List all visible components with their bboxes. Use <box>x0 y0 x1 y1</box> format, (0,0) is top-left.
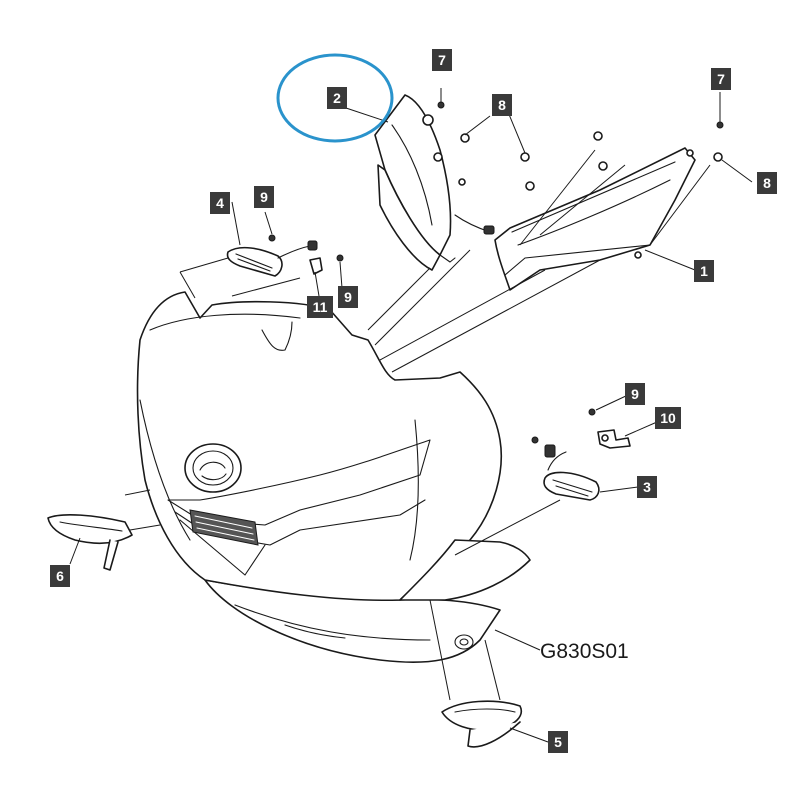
callout-1-text: 1 <box>700 263 708 279</box>
leader-lines <box>69 88 753 743</box>
part-6-reflector-left <box>47 514 133 571</box>
part-5-reflector-lower <box>441 700 522 748</box>
callout-9-upper-text: 9 <box>260 189 268 205</box>
callout-1: 1 <box>694 260 714 282</box>
front-fairing <box>136 291 531 663</box>
callout-7-right-text: 7 <box>717 71 725 87</box>
callout-6-text: 6 <box>56 568 64 584</box>
callout-2: 2 <box>327 87 347 109</box>
part-4-indicator-left <box>226 240 318 277</box>
highlight-circle-part-2 <box>276 53 394 143</box>
part-2-headlight-left <box>374 94 495 271</box>
callout-7-right: 7 <box>711 68 731 90</box>
callout-9-mid-text: 9 <box>344 289 352 305</box>
ls-badge <box>184 443 242 493</box>
callout-2-text: 2 <box>333 90 341 106</box>
callout-9-mid: 9 <box>338 286 358 308</box>
callout-8-right: 8 <box>757 172 777 194</box>
callout-11-text: 11 <box>313 299 328 315</box>
callout-6: 6 <box>50 565 70 587</box>
callout-4-text: 4 <box>216 195 224 211</box>
callout-5: 5 <box>548 731 568 753</box>
callout-10: 10 <box>655 407 681 429</box>
part-10-bracket <box>597 429 631 449</box>
callout-10-text: 10 <box>660 410 676 426</box>
callout-9-right: 9 <box>625 383 645 405</box>
callout-9-right-text: 9 <box>631 386 639 402</box>
callout-7-top-text: 7 <box>438 52 446 68</box>
callout-3-text: 3 <box>643 479 651 495</box>
callout-9-upper: 9 <box>254 186 274 208</box>
part-1-headlight-right <box>494 147 696 291</box>
callout-8-top-text: 8 <box>498 97 506 113</box>
diagram-code: G830S01 <box>540 640 629 663</box>
callout-labels: 2 7 8 7 8 1 4 9 <box>50 49 777 753</box>
callout-7-top: 7 <box>432 49 452 71</box>
callout-4: 4 <box>210 192 230 214</box>
callout-11: 11 <box>307 296 333 318</box>
callout-3: 3 <box>637 476 657 498</box>
part-3-indicator-right <box>543 444 600 501</box>
callout-5-text: 5 <box>554 734 562 750</box>
callout-8-top: 8 <box>492 94 512 116</box>
callout-8-right-text: 8 <box>763 175 771 191</box>
part-11-connector <box>309 257 323 275</box>
